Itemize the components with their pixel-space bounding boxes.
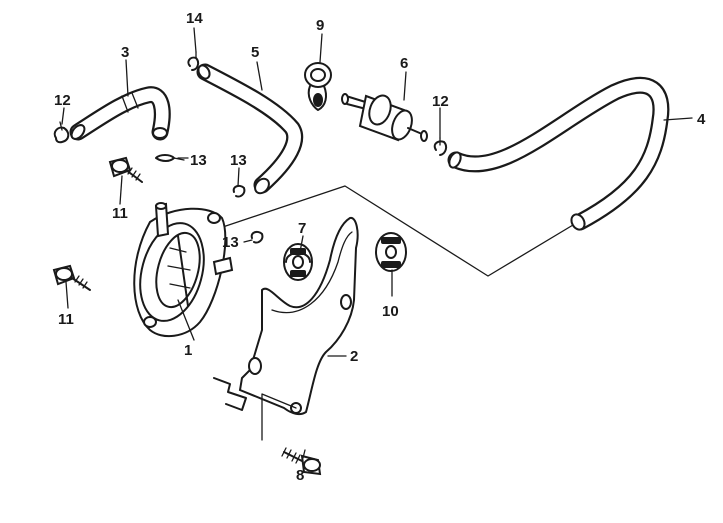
callout-11-bottom: 11	[58, 311, 74, 328]
assembly-guide-line	[189, 185, 579, 277]
hose-clamp-9	[304, 62, 332, 111]
callout-1: 1	[184, 342, 192, 359]
callout-9: 9	[316, 17, 324, 34]
clip-13-mid	[232, 184, 246, 198]
flange-bolt-8	[281, 447, 322, 476]
clip-12-right	[433, 137, 448, 156]
elbow-hose-3	[69, 86, 171, 141]
callout-11-top: 11	[112, 205, 128, 222]
callout-12-left: 12	[54, 92, 71, 109]
callout-13-mid: 13	[230, 152, 247, 169]
fuel-pump-1	[133, 202, 234, 338]
mounting-bracket-2	[213, 216, 359, 416]
fuel-hose-4	[447, 76, 670, 231]
callout-8: 8	[296, 467, 304, 484]
callout-14: 14	[186, 10, 203, 27]
screw-11-bottom	[52, 264, 91, 291]
screw-11-top	[108, 156, 143, 183]
callout-2: 2	[350, 348, 358, 365]
grommet-10	[375, 232, 407, 272]
fuel-filter-6	[341, 93, 428, 142]
clip-14	[187, 51, 200, 71]
callout-5: 5	[251, 44, 259, 61]
callout-6: 6	[400, 55, 408, 72]
callout-4: 4	[697, 111, 706, 128]
callout-3: 3	[121, 44, 129, 61]
callout-10: 10	[382, 303, 399, 320]
leader-lines	[61, 27, 693, 459]
clip-13-top	[155, 154, 185, 162]
clip-12-left	[53, 121, 70, 144]
callout-7: 7	[298, 220, 306, 237]
fuel-hose-5	[196, 63, 304, 195]
callout-12-right: 12	[432, 93, 449, 110]
callout-labels: 1 2 3 4 5 6 7 8 9 10 11 11 12 12 13 13 1…	[54, 10, 706, 484]
callout-13-low: 13	[222, 234, 239, 251]
callout-13-top: 13	[190, 152, 207, 169]
clip-13-low	[250, 230, 264, 244]
grommet-7	[283, 243, 313, 281]
